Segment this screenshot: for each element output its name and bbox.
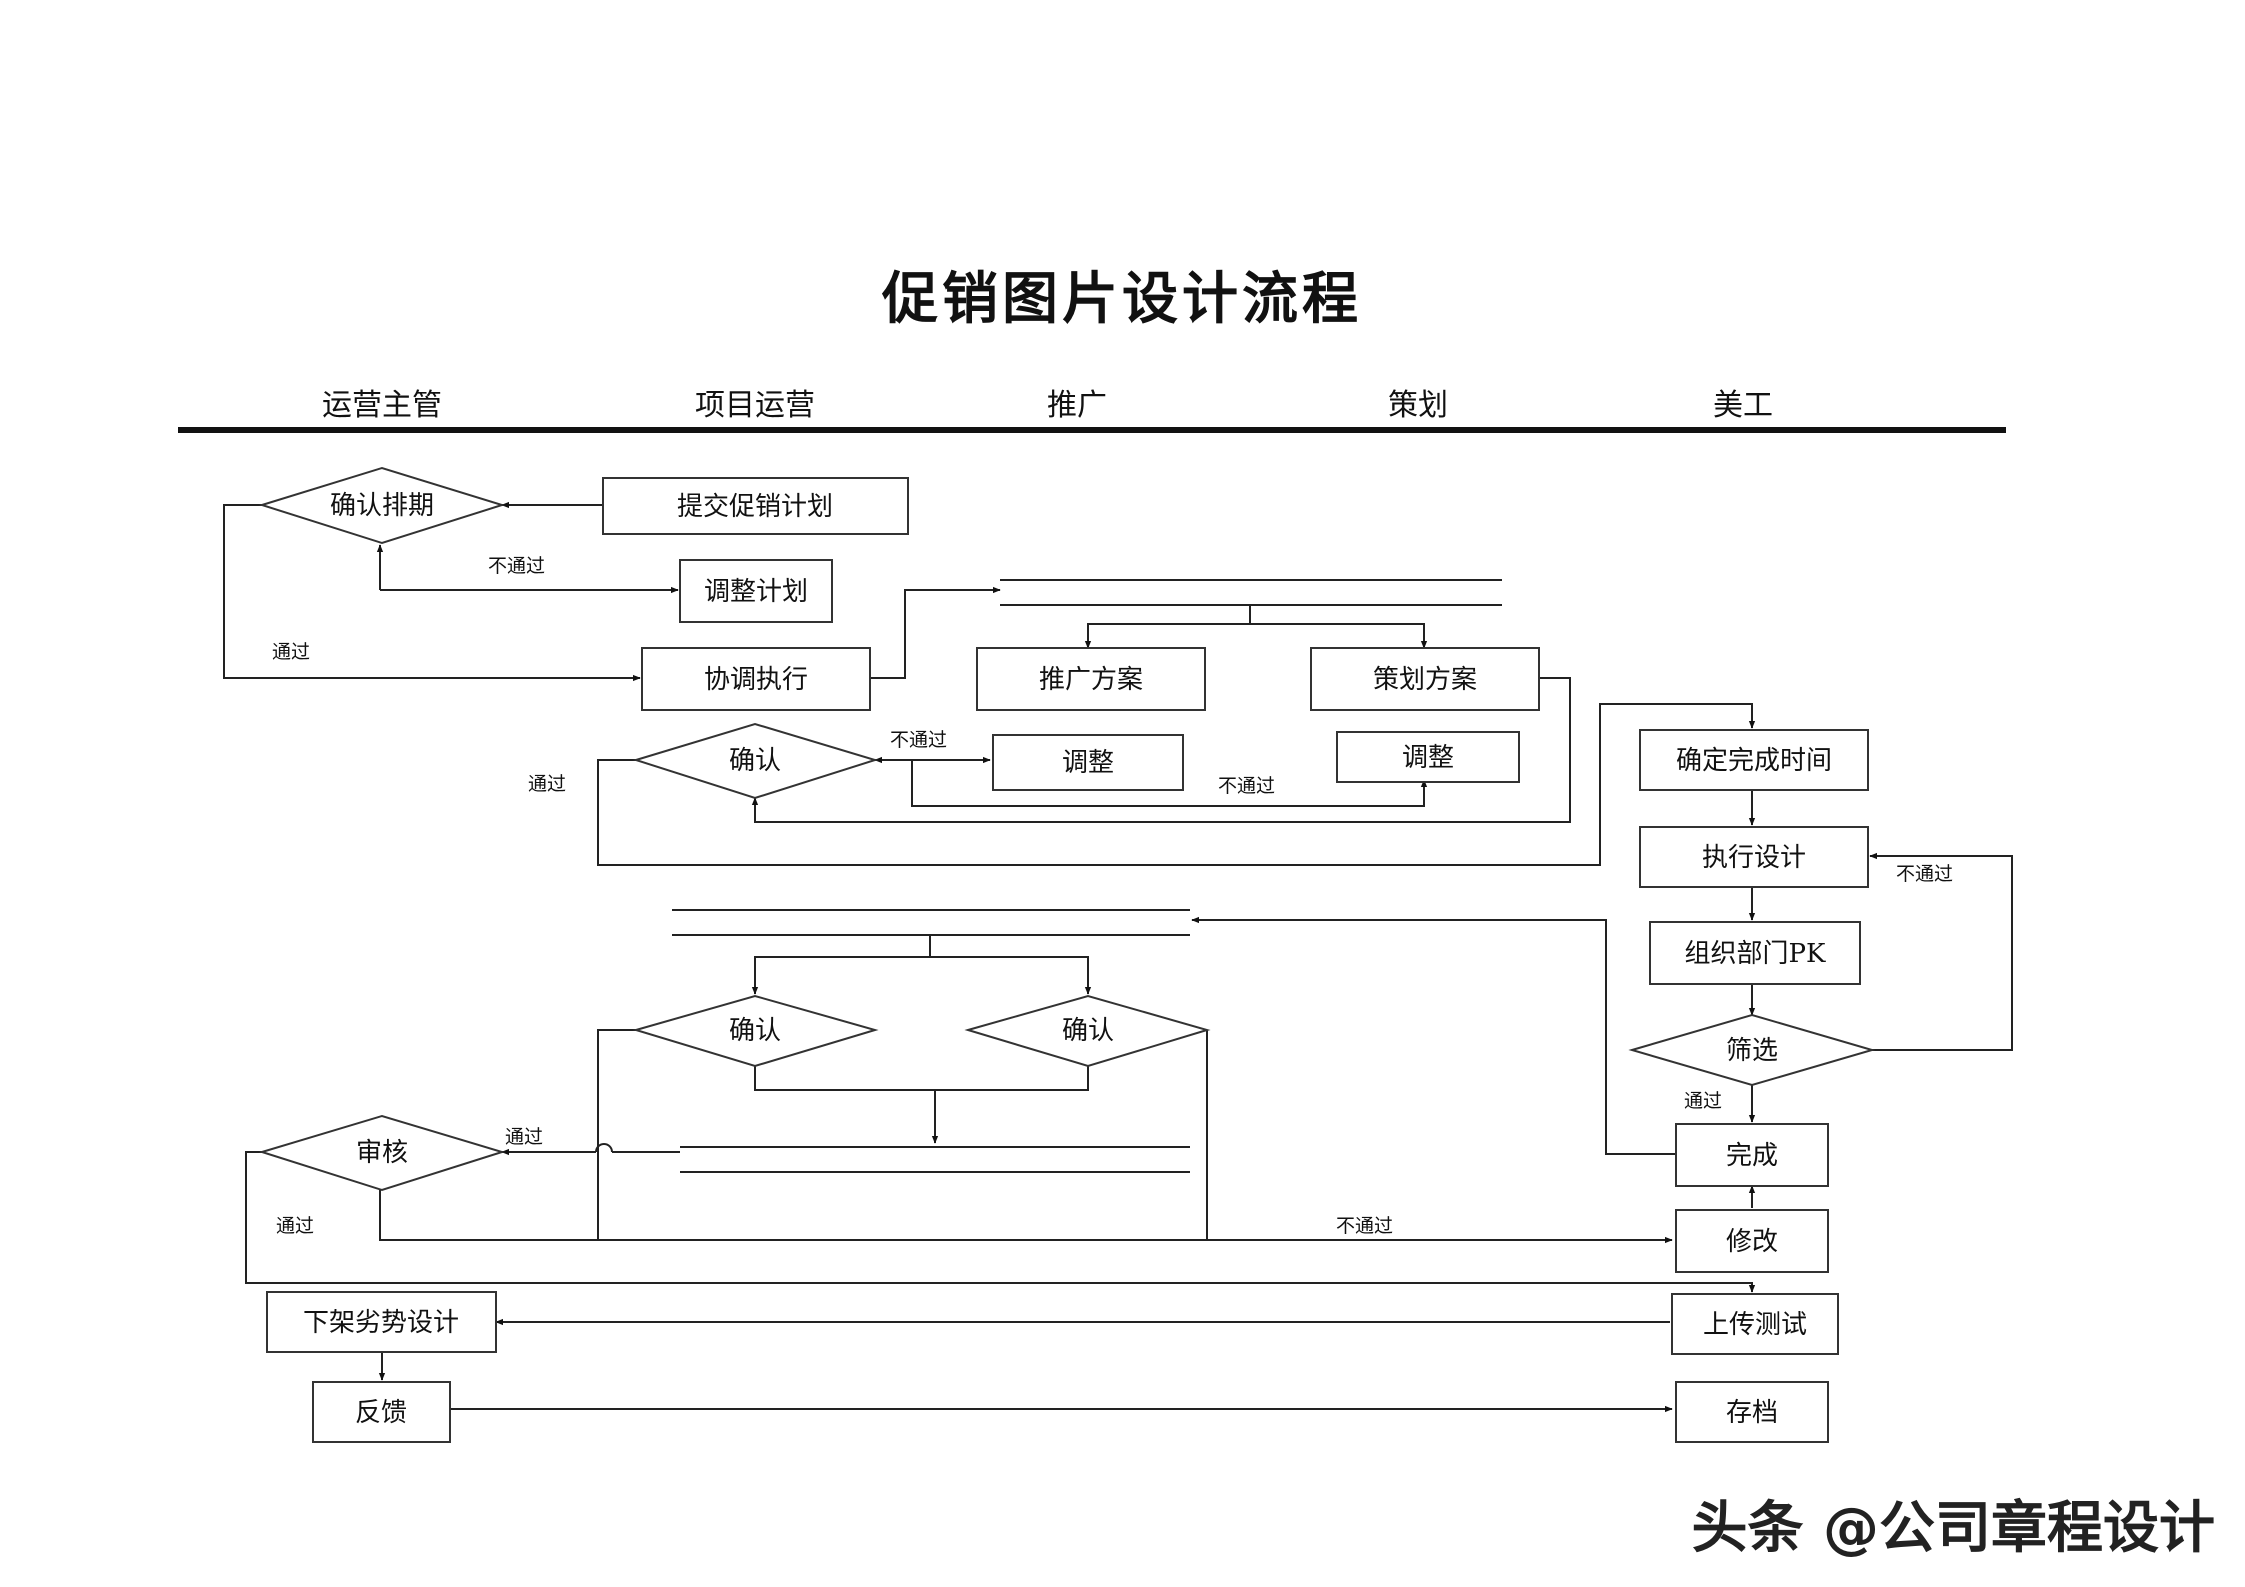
node-label: 存档	[1726, 1398, 1778, 1428]
edge-label-pass: 通过	[272, 641, 310, 663]
node-label: 调整	[1402, 743, 1454, 773]
edge	[245, 1151, 1756, 1293]
node-takedown: 下架劣势设计	[266, 1291, 497, 1353]
node-label: 筛选	[1726, 1036, 1778, 1066]
edge	[1191, 916, 1676, 1155]
node-submit-plan: 提交促销计划	[602, 477, 909, 535]
edge	[379, 1190, 598, 1241]
edge-label-fail: 不通过	[1218, 775, 1275, 797]
lane-label: 项目运营	[695, 388, 815, 423]
watermark: 头条 @公司章程设计	[1692, 1496, 2216, 1561]
node-modify: 修改	[1675, 1209, 1829, 1273]
node-adjust-planning: 调整	[1336, 731, 1520, 783]
node-label: 提交促销计划	[677, 492, 833, 522]
lane-label: 美工	[1713, 388, 1773, 423]
swimlane-header: 运营主管 项目运营 推广 策划 美工	[178, 388, 2006, 433]
edge	[1869, 852, 2013, 1051]
edge	[930, 956, 1092, 995]
node-execute-design: 执行设计	[1639, 826, 1869, 888]
node-label: 上传测试	[1703, 1310, 1807, 1340]
edge	[1250, 623, 1428, 649]
node-planning-plan: 策划方案	[1310, 647, 1540, 711]
edge-label-fail: 不通过	[1896, 863, 1953, 885]
node-set-time: 确定完成时间	[1639, 729, 1869, 791]
node-label: 确认	[729, 1016, 781, 1046]
node-label: 调整计划	[704, 577, 808, 607]
node-archive: 存档	[1675, 1381, 1829, 1443]
edge	[597, 703, 1756, 866]
node-coordinate: 协调执行	[641, 647, 871, 711]
node-label: 调整	[1062, 748, 1114, 778]
node-confirm-2: 确认	[632, 994, 879, 1068]
edge	[911, 760, 1428, 807]
node-adjust-promo: 调整	[992, 734, 1184, 791]
edge	[751, 935, 931, 995]
edge-label-pass: 通过	[276, 1215, 314, 1237]
node-label: 协调执行	[704, 665, 808, 695]
edge	[597, 1029, 1673, 1244]
node-confirm-1: 确认	[632, 722, 879, 800]
node-label: 反馈	[355, 1398, 407, 1428]
nodes: 确认排期 提交促销计划 调整计划 协调执行 推广方案 策划方案	[258, 466, 1876, 1443]
node-upload-test: 上传测试	[1671, 1293, 1839, 1355]
edge	[1084, 605, 1251, 649]
edge	[223, 504, 641, 682]
edge-label-pass: 通过	[1684, 1090, 1722, 1112]
connectors	[223, 501, 2013, 1413]
node-review: 审核	[258, 1114, 506, 1192]
node-confirm-3: 确认	[964, 994, 1211, 1068]
edge	[751, 677, 1571, 823]
node-promo-plan: 推广方案	[976, 647, 1206, 711]
edge-label-fail: 不通过	[890, 729, 947, 751]
lane-label: 推广	[1047, 388, 1107, 423]
node-label: 策划方案	[1373, 665, 1477, 695]
node-adjust-plan: 调整计划	[679, 559, 833, 623]
node-label: 确认	[729, 746, 781, 776]
edge-label-pass: 通过	[528, 773, 566, 795]
node-feedback: 反馈	[312, 1381, 451, 1443]
node-label: 确认	[1062, 1016, 1114, 1046]
page-title: 促销图片设计流程	[881, 267, 1362, 332]
node-screen: 筛选	[1628, 1013, 1876, 1087]
node-label: 完成	[1726, 1141, 1778, 1171]
node-label: 确认排期	[330, 491, 434, 521]
edge	[595, 1143, 613, 1153]
edge-labels: 不通过 通过 不通过 通过 不通过 不通过 通过 通过 通过 不通过	[272, 555, 1953, 1237]
node-label: 执行设计	[1702, 843, 1806, 873]
edge	[754, 1066, 1089, 1091]
edge-label-pass: 通过	[505, 1126, 543, 1148]
lane-label: 策划	[1388, 388, 1448, 423]
lane-label: 运营主管	[322, 388, 442, 423]
edge-label-fail: 不通过	[1336, 1215, 1393, 1237]
node-complete: 完成	[1675, 1123, 1829, 1187]
node-label: 组织部门PK	[1685, 939, 1826, 969]
node-label: 推广方案	[1039, 665, 1143, 695]
node-label: 修改	[1726, 1227, 1778, 1257]
node-dept-pk: 组织部门PK	[1649, 921, 1861, 985]
node-label: 确定完成时间	[1676, 746, 1832, 776]
edge-label-fail: 不通过	[488, 555, 545, 577]
node-label: 审核	[356, 1138, 408, 1168]
node-label: 下架劣势设计	[303, 1308, 459, 1338]
edge	[870, 586, 1001, 679]
node-confirm-schedule: 确认排期	[258, 466, 506, 545]
